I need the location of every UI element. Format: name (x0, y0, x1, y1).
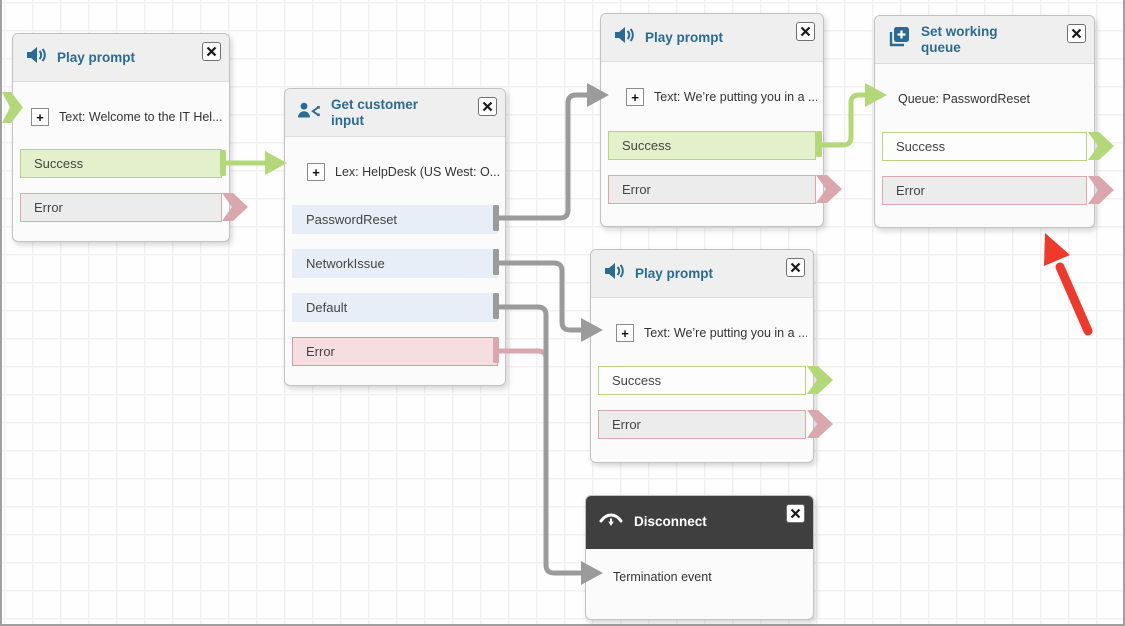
output-label: NetworkIssue (306, 256, 385, 271)
output-label: Error (896, 183, 925, 198)
block-play-prompt-2[interactable]: Play prompt + Text: We’re putting you in… (600, 13, 824, 227)
output-label: Default (306, 300, 348, 315)
person-branch-icon (297, 100, 321, 125)
output-label: Success (622, 138, 672, 153)
close-icon[interactable] (786, 504, 805, 523)
block-disconnect[interactable]: Disconnect Termination event (585, 495, 814, 620)
output-success[interactable]: Success (608, 131, 816, 160)
output-label: Error (612, 417, 641, 432)
output-label: Success (896, 139, 946, 154)
block-header[interactable]: Play prompt (13, 34, 229, 82)
parameter-row: Termination event (613, 560, 807, 594)
output-error[interactable]: Error (20, 193, 222, 222)
expand-icon[interactable]: + (626, 88, 644, 106)
connector-success-to-get-customer-input[interactable] (220, 150, 287, 176)
block-header[interactable]: Play prompt (591, 250, 813, 298)
speaker-icon (25, 45, 47, 70)
output-label: Error (622, 182, 651, 197)
output-default[interactable]: Default (292, 293, 498, 322)
expand-icon[interactable]: + (31, 108, 49, 126)
output-label: Error (306, 344, 335, 359)
parameter-row[interactable]: Queue: PasswordReset (898, 82, 1088, 116)
block-title: Disconnect (634, 514, 707, 530)
hang-up-icon (598, 511, 624, 534)
parameter-row[interactable]: + Text: We’re putting you in a ... (616, 316, 807, 350)
block-set-working-queue[interactable]: Set working queue Queue: PasswordReset S… (874, 15, 1095, 228)
annotation-red-arrow (1044, 233, 1093, 336)
block-play-prompt-3[interactable]: Play prompt + Text: We’re putting you in… (590, 249, 814, 463)
connector-passwordreset-to-play-prompt[interactable] (493, 83, 609, 231)
block-title: Play prompt (635, 265, 714, 281)
close-icon[interactable] (202, 42, 221, 61)
parameter-text: Lex: HelpDesk (US West: O... (335, 165, 499, 179)
output-label: Error (34, 200, 63, 215)
output-error[interactable]: Error (598, 410, 806, 439)
parameter-text: Text: We’re putting you in a ... (644, 326, 807, 340)
block-title: Set working queue (921, 23, 998, 55)
parameter-text: Text: We’re putting you in a ... (654, 90, 817, 104)
speaker-icon (613, 25, 635, 50)
parameter-text: Queue: PasswordReset (898, 92, 1031, 106)
block-header[interactable]: Set working queue (875, 16, 1094, 64)
close-icon[interactable] (786, 258, 805, 277)
add-queue-icon (887, 25, 911, 54)
expand-icon[interactable]: + (616, 324, 634, 342)
close-icon[interactable] (478, 97, 497, 116)
block-header[interactable]: Play prompt (601, 14, 823, 62)
parameter-row[interactable]: + Lex: HelpDesk (US West: O... (307, 155, 499, 189)
output-error[interactable]: Error (292, 337, 498, 366)
block-title: Play prompt (57, 49, 136, 65)
close-icon[interactable] (1067, 24, 1086, 43)
parameter-row[interactable]: + Text: Welcome to the IT Hel... (31, 100, 223, 134)
output-success[interactable]: Success (598, 366, 806, 395)
block-title: Get customer input (331, 96, 419, 128)
output-passwordreset[interactable]: PasswordReset (292, 205, 498, 234)
block-play-prompt-1[interactable]: Play prompt + Text: Welcome to the IT He… (12, 33, 230, 242)
block-header[interactable]: Get customer input (285, 89, 505, 137)
output-networkissue[interactable]: NetworkIssue (292, 249, 498, 278)
close-icon[interactable] (796, 22, 815, 41)
parameter-text: Text: Welcome to the IT Hel... (59, 110, 223, 124)
expand-icon[interactable]: + (307, 163, 325, 181)
output-label: PasswordReset (306, 212, 398, 227)
output-error[interactable]: Error (882, 176, 1087, 205)
connector-networkissue-to-play-prompt[interactable] (493, 249, 603, 342)
output-success[interactable]: Success (20, 149, 222, 178)
output-label: Success (612, 373, 662, 388)
parameter-text: Termination event (613, 570, 712, 584)
speaker-icon (603, 261, 625, 286)
output-success[interactable]: Success (882, 132, 1087, 161)
block-header[interactable]: Disconnect (586, 496, 813, 549)
output-label: Success (34, 156, 84, 171)
block-get-customer-input[interactable]: Get customer input + Lex: HelpDesk (US W… (284, 88, 506, 386)
block-title: Play prompt (645, 29, 724, 45)
parameter-row[interactable]: + Text: We’re putting you in a ... (626, 80, 817, 114)
output-error[interactable]: Error (608, 175, 816, 204)
